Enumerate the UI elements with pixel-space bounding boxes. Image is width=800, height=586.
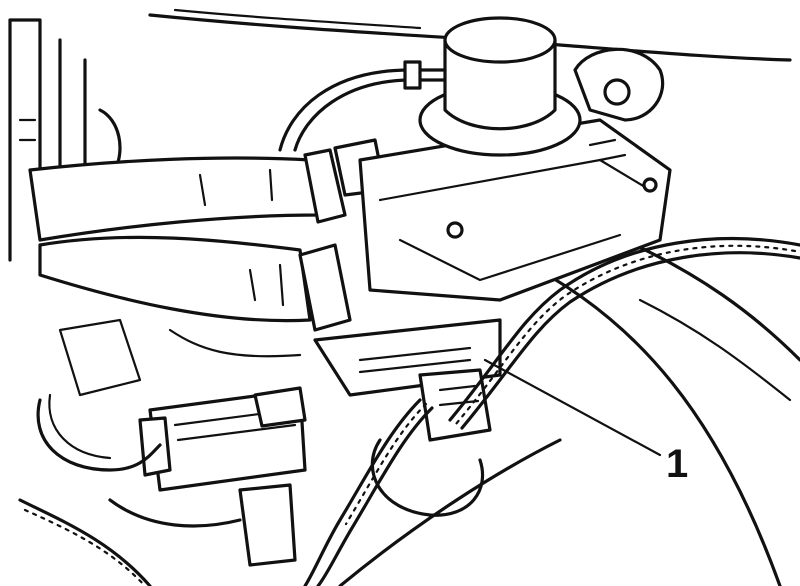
valve-unit xyxy=(313,318,502,442)
callout-leader-line xyxy=(483,358,662,457)
electrical-connector xyxy=(138,386,307,567)
lower-wiring xyxy=(18,318,485,586)
vacuum-line xyxy=(278,60,447,152)
vacuum-canister xyxy=(418,16,582,157)
right-fitting xyxy=(573,47,665,122)
lower-hose xyxy=(38,235,312,323)
upper-hose xyxy=(28,156,322,242)
callout-number-1: 1 xyxy=(666,442,689,486)
intake-housing xyxy=(358,118,672,302)
